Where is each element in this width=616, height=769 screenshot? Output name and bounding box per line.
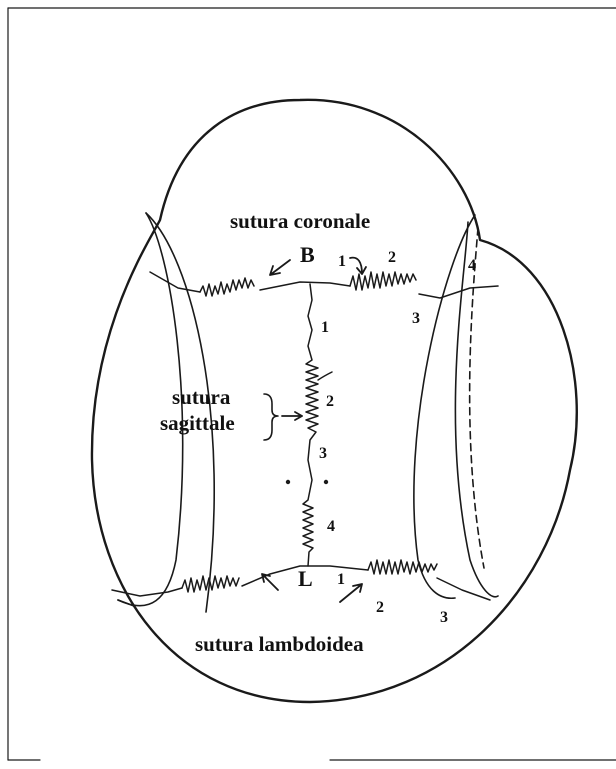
coronal-segment-4: 4 [468,257,476,274]
coronal-segment-3: 3 [412,310,420,327]
lambdoid-segment-1: 1 [337,571,345,588]
lambdoid-suture-label: sutura lambdoidea [195,632,364,656]
sagittal-brace [264,394,278,440]
sagittal-segment-4: 4 [327,518,335,535]
sagittal-segment-1: 1 [321,319,329,336]
sagittal-segment-3: 3 [319,445,327,462]
obelion-dots [286,480,328,484]
arrow-lambda-left [262,574,278,590]
sagittal-segment-2: 2 [326,393,334,410]
bregma-label: B [300,242,315,267]
lambdoid-segment-3: 3 [440,609,448,626]
coronal-segment-2: 2 [388,249,396,266]
arrow-sagittal [282,412,302,420]
coronal-segment-1: 1 [338,253,346,270]
sagittal-label-line2: sagittale [160,411,235,435]
skull-outline [92,100,577,702]
lambdoid-segment-2: 2 [376,599,384,616]
arrow-coronal-1 [350,258,366,274]
coronal-suture-label: sutura coronale [230,209,370,233]
arrows [262,258,366,602]
lambda-label: L [298,566,313,591]
right-temporal-lines [414,215,498,598]
sagittal-label-line1: sutura [172,385,231,409]
arrow-bregma-left [270,260,290,275]
